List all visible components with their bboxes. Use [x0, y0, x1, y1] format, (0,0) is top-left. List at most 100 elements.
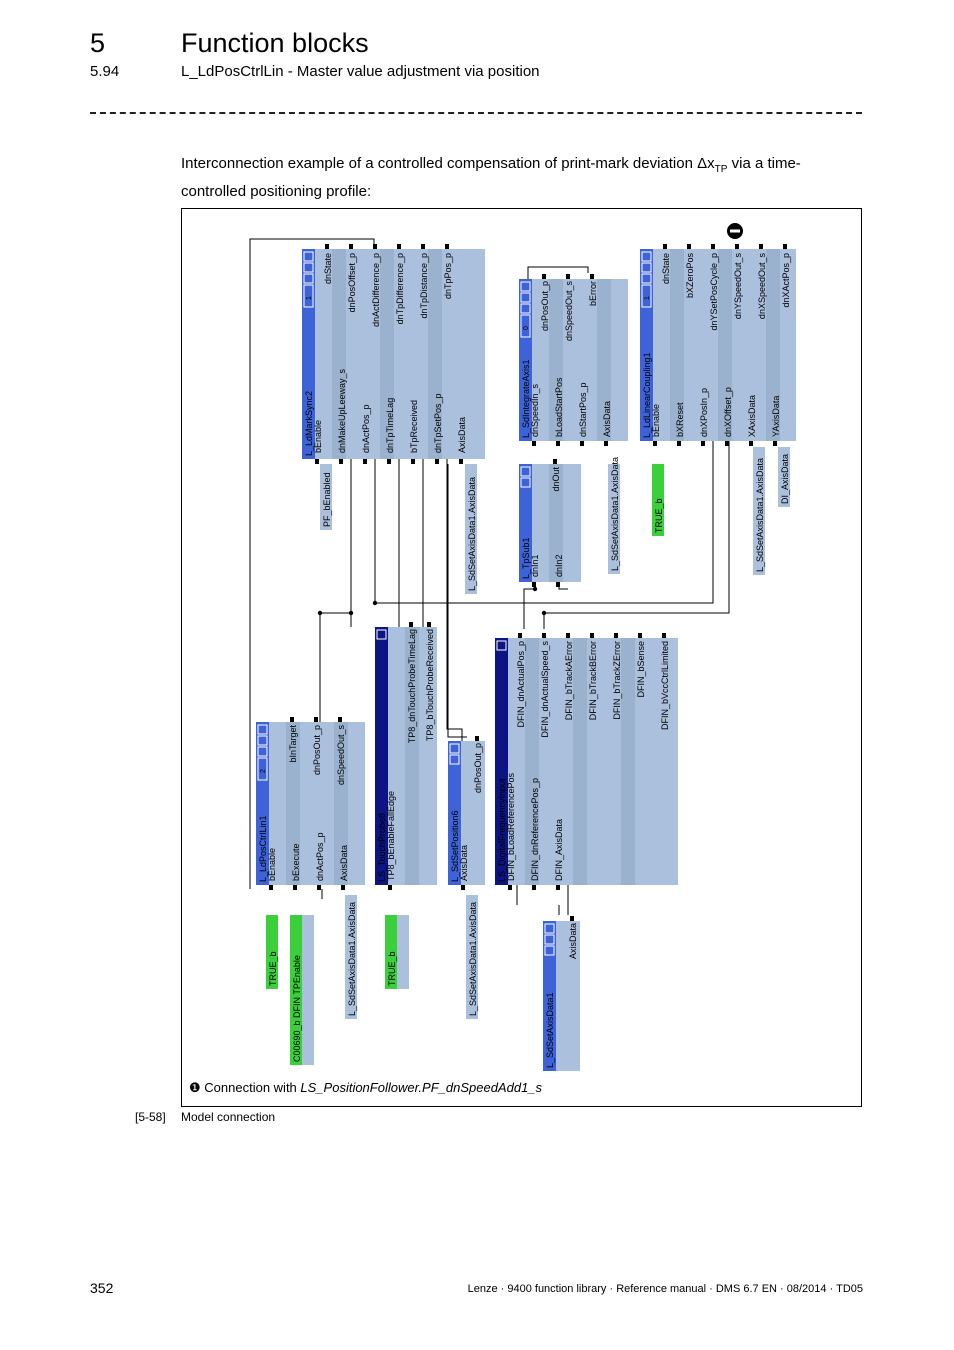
variable-v_axisdata_c[interactable]: L_SdSetAxisData1.AxisData — [753, 447, 765, 575]
block-title: LS_TouchProbe8 — [377, 813, 387, 882]
output-pin[interactable] — [590, 274, 594, 279]
block-option-icon[interactable] — [257, 724, 268, 735]
output-pin[interactable] — [663, 244, 667, 249]
output-pin[interactable] — [570, 916, 574, 921]
input-pin[interactable] — [411, 459, 415, 464]
variable-v_di_axisdata[interactable]: DI_AxisData — [778, 447, 790, 507]
input-pin[interactable] — [461, 885, 465, 890]
output-pin[interactable] — [687, 244, 691, 249]
input-pin[interactable] — [435, 459, 439, 464]
input-pin[interactable] — [749, 441, 753, 446]
output-pin[interactable] — [590, 633, 594, 638]
block-option-icon[interactable] — [641, 262, 652, 273]
variable-v_true_b[interactable]: TRUE_b — [266, 915, 278, 989]
input-pin[interactable] — [459, 459, 463, 464]
block-option-icon[interactable] — [376, 629, 387, 640]
input-pin[interactable] — [725, 441, 729, 446]
output-pin[interactable] — [314, 717, 318, 722]
output-pin[interactable] — [518, 633, 522, 638]
output-pin[interactable] — [445, 244, 449, 249]
input-pin[interactable] — [339, 459, 343, 464]
variable-v_c00[interactable]: C00690_b DFIN TPEnable — [290, 915, 314, 1065]
block-option-icon[interactable] — [257, 735, 268, 746]
input-pin[interactable] — [532, 885, 536, 890]
variable-v_axisdata_d[interactable]: L_SdSetAxisData1.AxisData — [345, 895, 357, 1019]
block-option-icon[interactable] — [303, 251, 314, 262]
input-pin[interactable] — [508, 885, 512, 890]
output-pin[interactable] — [427, 622, 431, 627]
input-pin[interactable] — [653, 441, 657, 446]
output-pin[interactable] — [638, 633, 642, 638]
input-pin[interactable] — [556, 582, 560, 587]
input-pin[interactable] — [341, 885, 345, 890]
output-pin[interactable] — [614, 633, 618, 638]
block-option-icon[interactable] — [520, 466, 531, 477]
variable-v_true_c[interactable]: TRUE_b — [385, 915, 409, 989]
variable-v_axisdata_b[interactable]: L_SdSetAxisData1.AxisData — [608, 457, 620, 574]
output-pin[interactable] — [397, 244, 401, 249]
block-option-icon[interactable] — [496, 640, 507, 651]
block-option-icon[interactable] — [520, 303, 531, 314]
output-pin[interactable] — [566, 274, 570, 279]
output-pin[interactable] — [373, 244, 377, 249]
input-pin[interactable] — [269, 885, 273, 890]
variable-v_pf_benabled[interactable]: PF_bEnabled — [320, 464, 332, 530]
output-pin[interactable] — [325, 244, 329, 249]
output-pin[interactable] — [759, 244, 763, 249]
output-pin[interactable] — [421, 244, 425, 249]
input-pin[interactable] — [388, 885, 392, 890]
output-pin[interactable] — [409, 622, 413, 627]
output-pin[interactable] — [338, 717, 342, 722]
input-pin[interactable] — [604, 441, 608, 446]
block-option-icon[interactable] — [520, 477, 531, 488]
input-pin[interactable] — [773, 441, 777, 446]
output-pin[interactable] — [553, 459, 557, 464]
input-pin[interactable] — [556, 885, 560, 890]
block-option-icon[interactable] — [544, 934, 555, 945]
input-pin[interactable] — [293, 885, 297, 890]
variable-v_axisdata_e[interactable]: L_SdSetAxisData1.AxisData — [466, 895, 478, 1019]
block-option-icon[interactable] — [449, 754, 460, 765]
input-pin[interactable] — [532, 582, 536, 587]
input-pin[interactable] — [556, 441, 560, 446]
block-option-icon[interactable] — [641, 251, 652, 262]
block-option-icon[interactable] — [520, 281, 531, 292]
output-pin[interactable] — [783, 244, 787, 249]
output-pin[interactable] — [475, 736, 479, 741]
output-pin[interactable] — [349, 244, 353, 249]
block-option-icon[interactable] — [544, 945, 555, 956]
output-pin[interactable] — [542, 633, 546, 638]
block-option-icon[interactable] — [303, 273, 314, 284]
output-pin[interactable] — [662, 633, 666, 638]
input-pin[interactable] — [677, 441, 681, 446]
block-option-icon[interactable] — [520, 292, 531, 303]
input-pin[interactable] — [315, 459, 319, 464]
output-pin[interactable] — [290, 717, 294, 722]
input-pin[interactable] — [387, 459, 391, 464]
block-option-icon[interactable] — [257, 746, 268, 757]
output-pin[interactable] — [542, 274, 546, 279]
variable-v_axisdata_a[interactable]: L_SdSetAxisData1.AxisData — [465, 464, 477, 594]
output-pin[interactable] — [566, 633, 570, 638]
output-pin[interactable] — [711, 244, 715, 249]
input-pin[interactable] — [580, 441, 584, 446]
block-option-icon[interactable] — [303, 262, 314, 273]
output-pin[interactable] — [735, 244, 739, 249]
input-pin[interactable] — [317, 885, 321, 890]
variable-v_true_a[interactable]: TRUE_b — [652, 464, 664, 536]
block-option-icon[interactable] — [449, 743, 460, 754]
input-pin[interactable] — [701, 441, 705, 446]
input-pin[interactable] — [532, 441, 536, 446]
block-option-icon[interactable] — [544, 923, 555, 934]
input-pin[interactable] — [363, 459, 367, 464]
block-option-icon[interactable] — [641, 273, 652, 284]
